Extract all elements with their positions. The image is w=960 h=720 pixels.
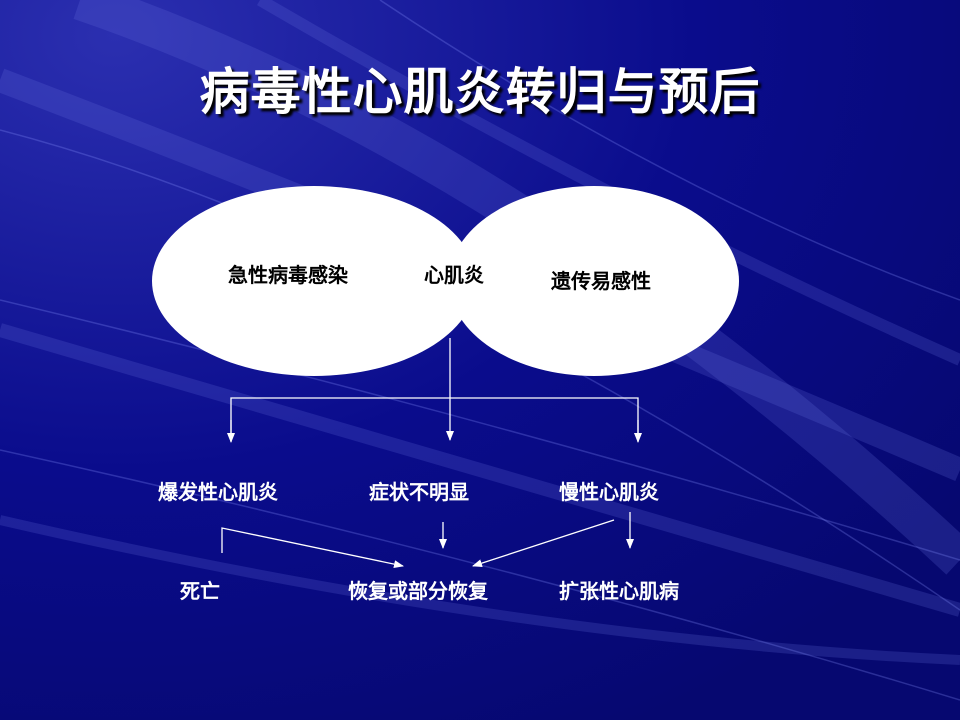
venn-left-ellipse [152, 186, 476, 376]
arrow-fulminant-outcomes [221, 527, 404, 569]
venn-right-ellipse [449, 186, 739, 376]
arrow-chronic-to-recovery [472, 519, 615, 568]
branch-connector [230, 397, 639, 440]
outcome-fulminant: 爆发性心肌炎 [158, 480, 278, 504]
venn-right-label: 遗传易感性 [551, 269, 651, 293]
endpoint-dcm: 扩张性心肌病 [559, 579, 679, 603]
venn-center-label: 心肌炎 [424, 263, 484, 287]
outcome-inapparent: 症状不明显 [369, 480, 469, 504]
slide-title: 病毒性心肌炎转归与预后 [199, 63, 761, 121]
venn-left-label: 急性病毒感染 [228, 263, 348, 287]
endpoint-death: 死亡 [180, 579, 220, 603]
outcome-chronic: 慢性心肌炎 [559, 480, 659, 504]
endpoint-recovery: 恢复或部分恢复 [348, 579, 488, 603]
